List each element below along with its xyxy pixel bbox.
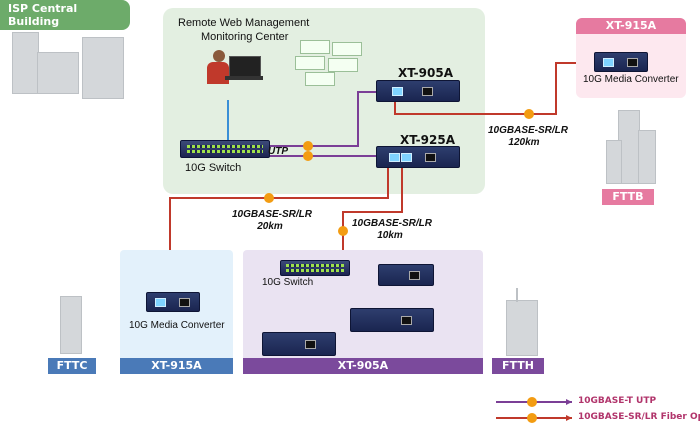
fiber-link-ftth [342, 166, 403, 262]
legend: 10GBASE-T UTP 10GBASE-SR/LR Fiber Optic [494, 394, 700, 430]
fttc-converter-label: 10G Media Converter [129, 320, 225, 331]
fttb-converter-label: 10G Media Converter [583, 74, 679, 85]
fttb-tag: FTTB [602, 189, 654, 205]
legend-lines [496, 397, 572, 423]
fiber-20-line2: 20km [257, 221, 283, 232]
ftth-tag: FTTH [492, 358, 544, 374]
operator-icon [205, 48, 265, 100]
central-switch-label: 10G Switch [185, 162, 242, 174]
fiber-120-line1: 10GBASE-SR/LR [488, 125, 569, 136]
xt925a-device [376, 146, 460, 168]
fttc-panel-title: XT-915A [120, 358, 233, 374]
fiber-120-line2: 120km [508, 137, 540, 148]
fttc-building-illustration [60, 296, 82, 354]
legend-item-utp: 10GBASE-T UTP [578, 396, 657, 406]
monitor-title-line2: Monitoring Center [201, 31, 289, 43]
utp-label: UTP [268, 146, 288, 157]
ftth-xt905a-device-2 [350, 308, 434, 332]
fiber-link-fttb [394, 62, 594, 115]
monitor-title-line1: Remote Web Management [178, 17, 310, 29]
fttb-building-illustration [598, 110, 668, 184]
central-10g-switch [180, 140, 270, 158]
fiber-10-line2: 10km [377, 230, 403, 241]
badge-10g [303, 151, 313, 161]
fttb-converter [594, 52, 648, 72]
ftth-10g-switch [280, 260, 350, 276]
xt925a-label: XT-925A [400, 133, 455, 147]
legend-item-fiber: 10GBASE-SR/LR Fiber Optic [578, 412, 700, 422]
utp-link-905a [268, 91, 376, 147]
ftth-xt905a-device-1 [378, 264, 434, 286]
badge-10g [264, 193, 274, 203]
fttc-tag: FTTC [48, 358, 96, 374]
ftth-building-illustration [498, 288, 540, 356]
ftth-panel-title: XT-905A [243, 358, 483, 374]
fiber-10-line1: 10GBASE-SR/LR [352, 218, 433, 229]
fiber-link-fttc [169, 166, 389, 295]
ftth-xt905a-device-3 [262, 332, 336, 356]
monitor-screens-icon [290, 40, 365, 86]
badge-10g [303, 141, 313, 151]
isp-central-building-header: ISP Central Building [0, 0, 130, 30]
isp-building-illustration [2, 22, 132, 102]
xt905a-device [376, 80, 460, 102]
xt905a-label: XT-905A [398, 66, 453, 80]
fiber-20-line1: 10GBASE-SR/LR [232, 209, 313, 220]
badge-10g [524, 109, 534, 119]
ftth-switch-label: 10G Switch [262, 277, 314, 288]
badge-10g [338, 226, 348, 236]
fttc-converter [146, 292, 200, 312]
fttb-panel-title: XT-915A [576, 18, 686, 34]
